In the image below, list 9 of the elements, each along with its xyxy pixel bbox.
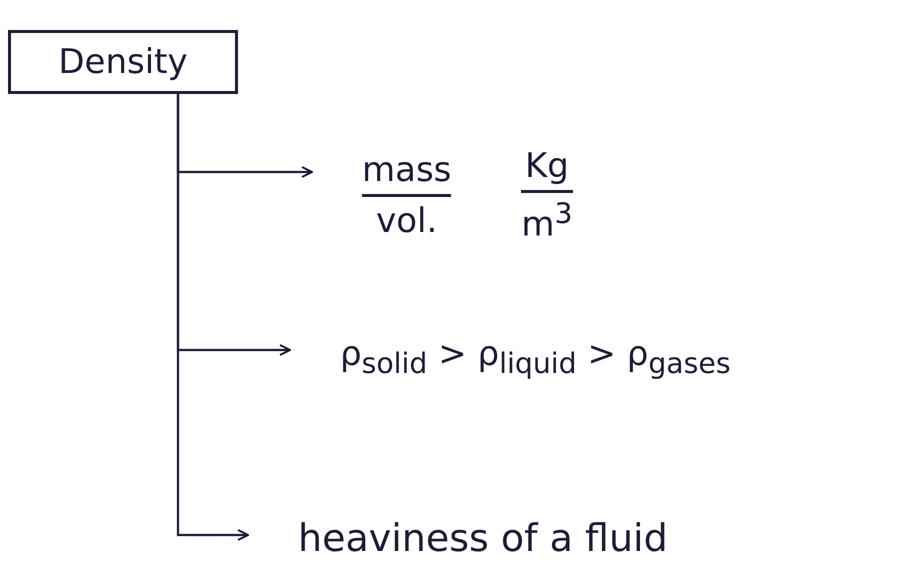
numerator: mass [362, 150, 452, 190]
denominator: vol. [376, 200, 438, 240]
branch-text: heaviness of a fluid [298, 516, 668, 560]
title-box [8, 30, 238, 94]
branch-text: ρ$_{solid}$ > ρ$_{liquid}$ > ρ$_{gases}$ [340, 334, 731, 380]
title-text: Density [58, 42, 188, 82]
arrow [176, 94, 249, 541]
numerator: Kg [525, 146, 569, 186]
denominator: m$^{3}$ [521, 196, 573, 244]
